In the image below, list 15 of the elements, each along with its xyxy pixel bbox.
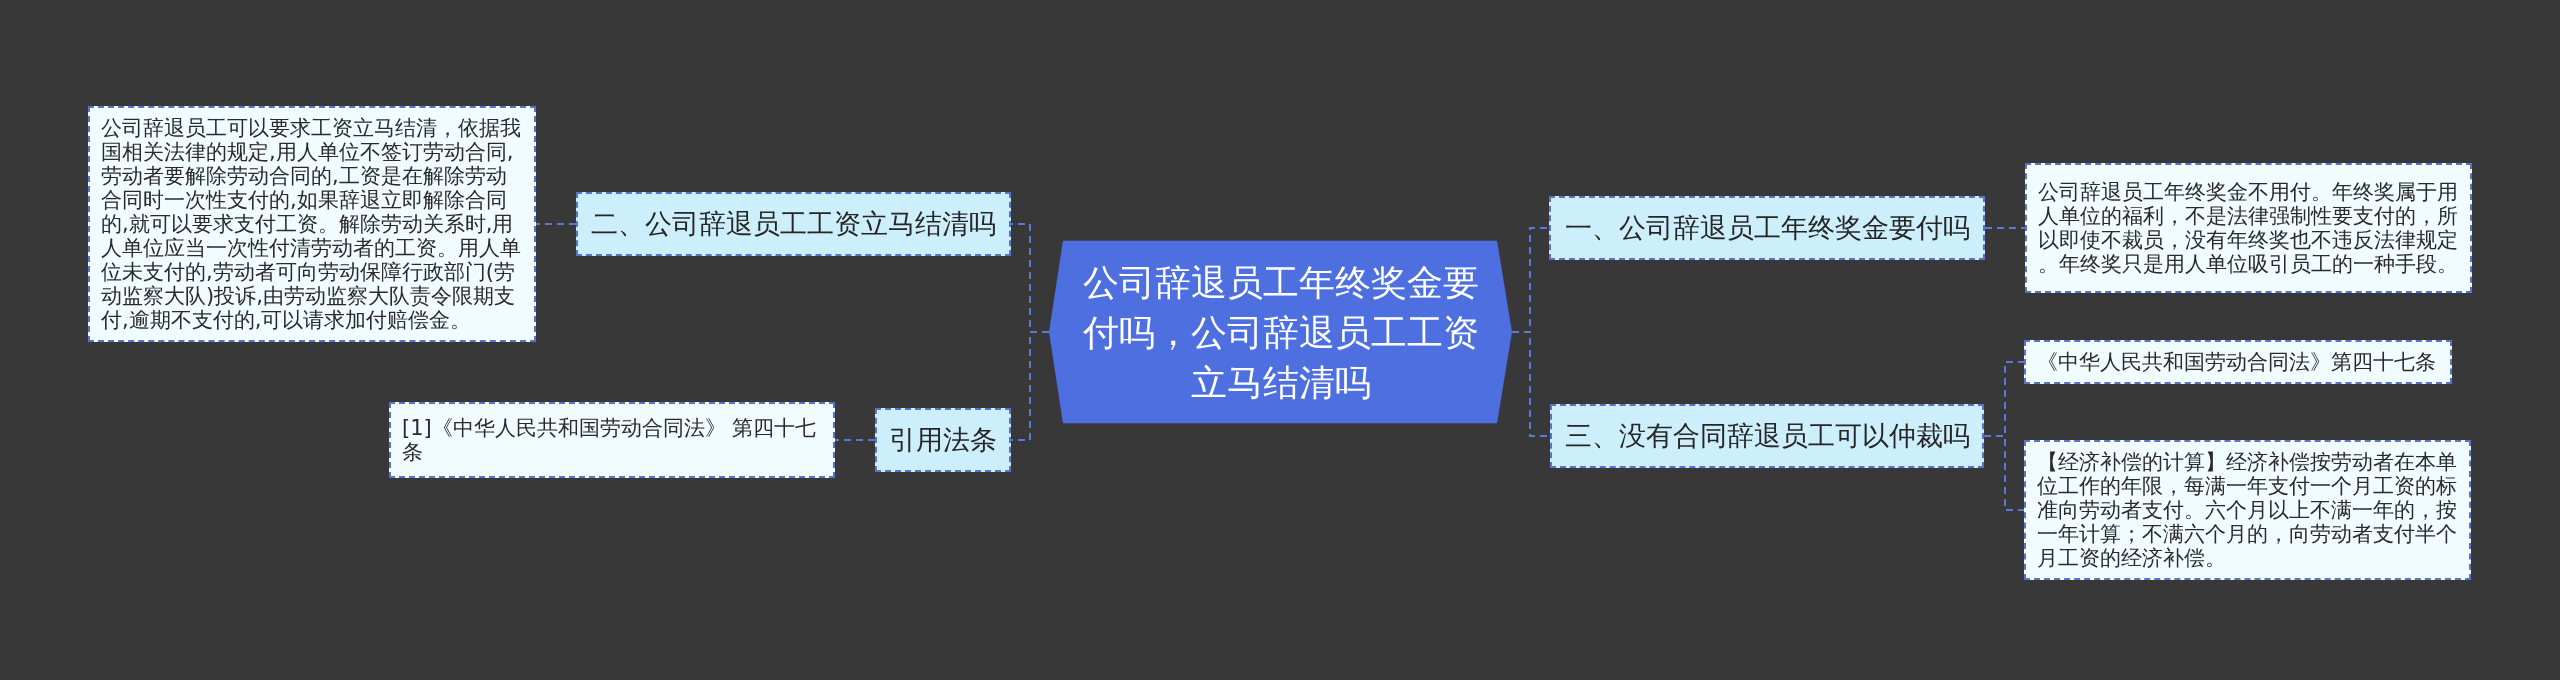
topic-box: 一、公司辞退员工年终奖金要付吗 <box>1549 196 1985 260</box>
note-box: 公司辞退员工可以要求工资立马结清，依据我国相关法律的规定,用人单位不签订劳动合同,劳动者要解除劳动合同的,工资是在解除劳动合同时一次性支付的,如果辞退立即解除合同的,就可以要求支付工资。解除劳动关系时,用人单位应当一次性付清劳动者的工资。用人单位未支付的,劳动者可向劳动保障行政部门(劳动监察大队)投诉,由劳动监察大队责令限期支付,逾期不支付的,可以请求加付赔偿金。 <box>88 106 536 342</box>
topic-box: 引用法条 <box>875 408 1011 472</box>
note-box: 公司辞退员工年终奖金不用付。年终奖属于用人单位的福利，不是法律强制性要支付的，所以即使不裁员，没有年终奖也不违反法律规定。年终奖只是用人单位吸引员工的一种手段。 <box>2025 163 2472 293</box>
connector-line <box>535 223 577 225</box>
connector-line <box>834 439 876 441</box>
note-box: 《中华人民共和国劳动合同法》第四十七条 <box>2024 340 2452 384</box>
topic-box: 三、没有合同辞退员工可以仲裁吗 <box>1550 404 1984 468</box>
connector-line <box>1984 227 2026 229</box>
central-topic-hexagon: 公司辞退员工年终奖金要付吗，公司辞退员工工资立马结清吗 <box>1049 240 1512 424</box>
note-box: [1]《中华人民共和国劳动合同法》 第四十七条 <box>389 402 835 478</box>
topic-box: 二、公司辞退员工工资立马结清吗 <box>576 192 1011 256</box>
connector-line <box>1010 331 1050 441</box>
note-box: 【经济补偿的计算】经济补偿按劳动者在本单位工作的年限，每满一年支付一个月工资的标准向劳动者支付。六个月以上不满一年的，按一年计算；不满六个月的，向劳动者支付半个月工资的经济补偿。 <box>2024 440 2471 580</box>
connector-line <box>1983 435 2025 511</box>
